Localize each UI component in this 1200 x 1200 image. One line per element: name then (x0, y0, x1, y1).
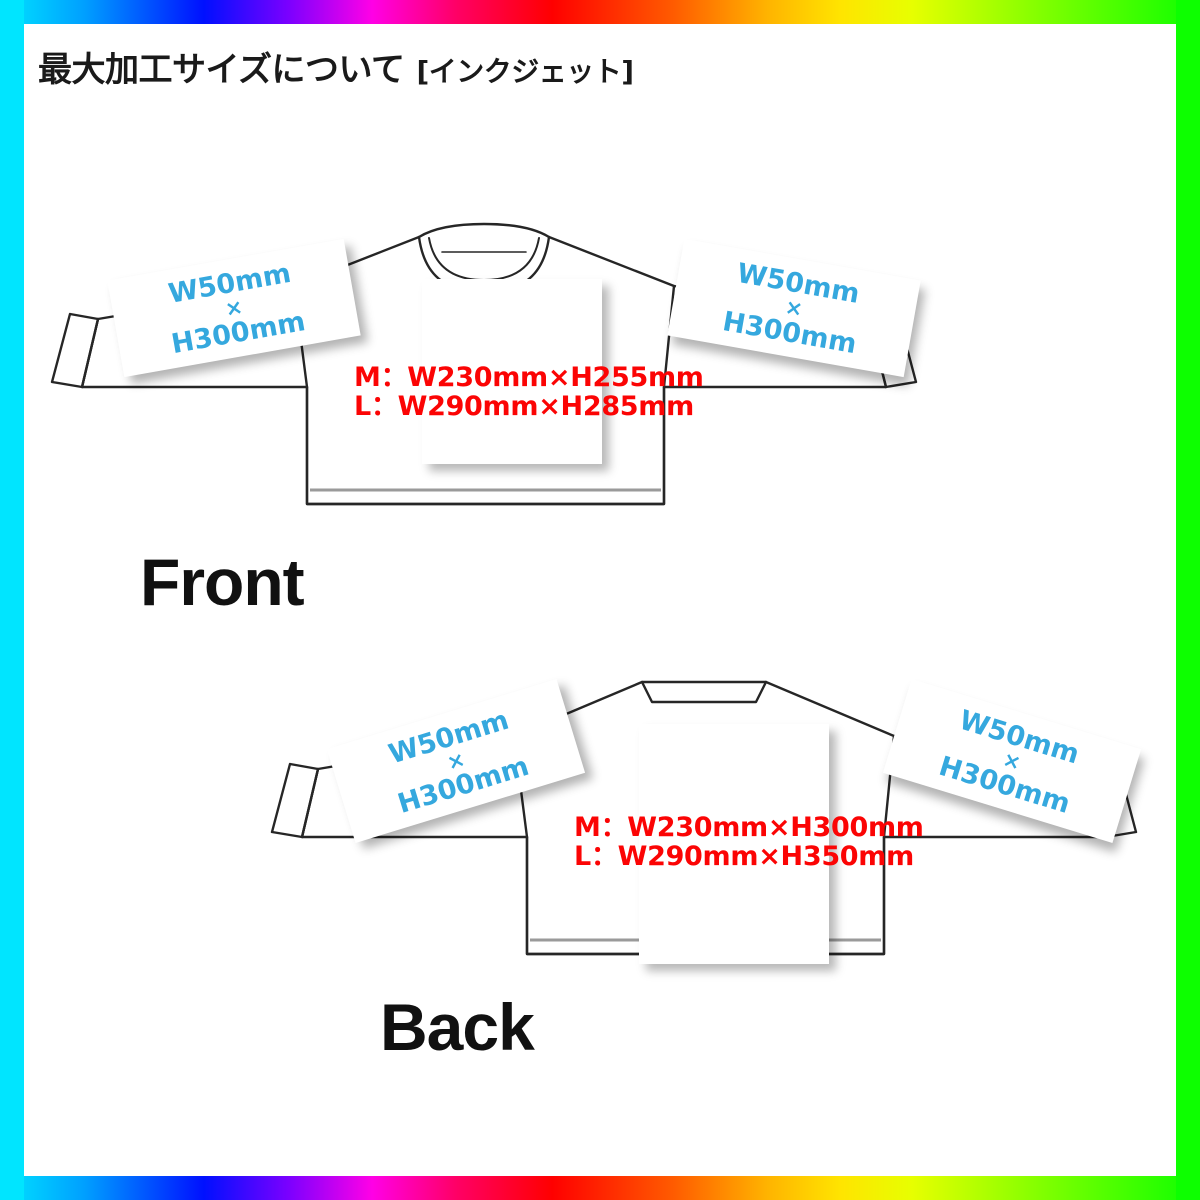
back-print-area (639, 724, 829, 964)
front-body-size-m: M：W230mm×H255mm (354, 362, 704, 393)
front-print-area (422, 279, 602, 464)
rainbow-border-left (0, 0, 24, 1200)
back-body-size-m: M：W230mm×H300mm (574, 812, 924, 843)
page-title-main: 最大加工サイズについて (38, 50, 405, 90)
garment-view-front: M：W230mm×H255mm L：W290mm×H285mm W50mm × … (24, 174, 1004, 594)
front-body-size-l: L：W290mm×H285mm (354, 390, 694, 422)
front-body-size-label: M：W230mm×H255mm L：W290mm×H285mm (354, 362, 704, 422)
back-body-size-l: L：W290mm×H350mm (574, 840, 914, 872)
back-body-size-label: M：W230mm×H300mm L：W290mm×H350mm (574, 812, 924, 872)
rainbow-border-bottom (0, 1176, 1200, 1200)
page-title: 最大加工サイズについて [インクジェット] (38, 42, 634, 91)
garment-view-back: M：W230mm×H300mm L：W290mm×H350mm W50mm × … (244, 624, 1176, 1044)
page-title-method: [インクジェット] (416, 55, 634, 88)
view-caption-front: Front (140, 545, 305, 619)
view-caption-back: Back (380, 990, 535, 1064)
rainbow-border-top (0, 0, 1200, 24)
rainbow-border-right (1176, 0, 1200, 1200)
content-canvas: 最大加工サイズについて [インクジェット] (24, 24, 1176, 1176)
